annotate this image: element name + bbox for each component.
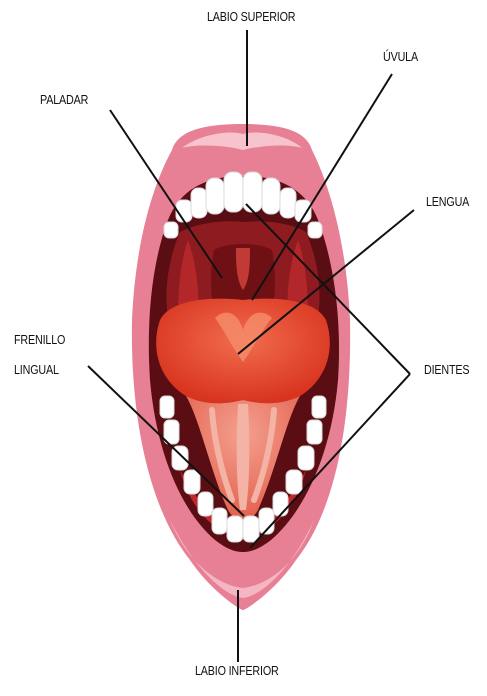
label-paladar: PALADAR — [40, 93, 88, 108]
label-lengua: LENGUA — [426, 195, 469, 210]
label-lingual: LINGUAL — [14, 363, 59, 378]
label-labio-superior: LABIO SUPERIOR — [207, 10, 295, 25]
label-uvula: ÚVULA — [383, 50, 418, 65]
label-labio-inferior: LABIO INFERIOR — [195, 664, 279, 679]
label-dientes: DIENTES — [424, 363, 469, 378]
frenulum — [237, 404, 250, 510]
label-frenillo: FRENILLO — [14, 333, 65, 348]
